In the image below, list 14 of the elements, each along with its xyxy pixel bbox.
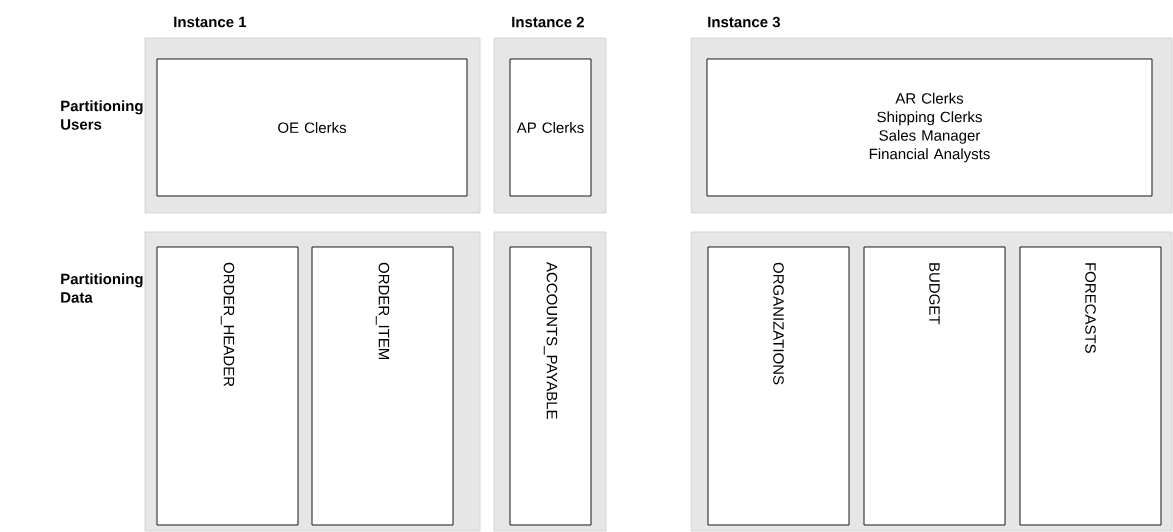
table-box: ORDER_HEADER <box>156 246 299 526</box>
row-heading: Partitioning Data <box>61 273 143 303</box>
table-box: FORECASTS <box>1019 246 1162 526</box>
column-heading: Instance 1 <box>174 16 247 28</box>
table-box: ORGANIZATIONS <box>707 246 850 526</box>
table-box: ACCOUNTS_PAYABLE <box>509 246 592 526</box>
user-box: OE Clerks <box>156 58 468 197</box>
user-box: AP Clerks <box>509 58 592 197</box>
table-box: BUDGET <box>863 246 1006 526</box>
user-box: AR Clerks Shipping Clerks Sales Manager Financial Analysts <box>706 58 1153 197</box>
row-heading: Partitioning Users <box>61 100 143 130</box>
column-heading: Instance 3 <box>708 16 780 28</box>
table-box: ORDER_ITEM <box>311 246 454 526</box>
column-heading: Instance 2 <box>512 16 584 28</box>
